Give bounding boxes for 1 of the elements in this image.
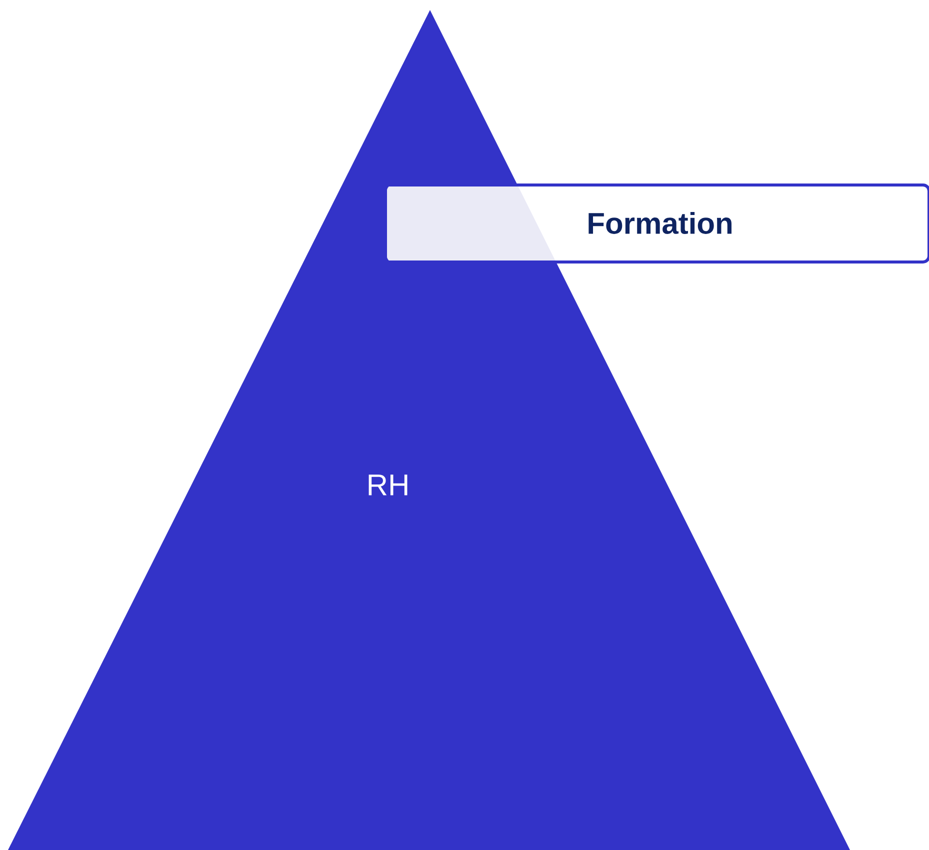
label-banner: Formation: [387, 183, 929, 264]
